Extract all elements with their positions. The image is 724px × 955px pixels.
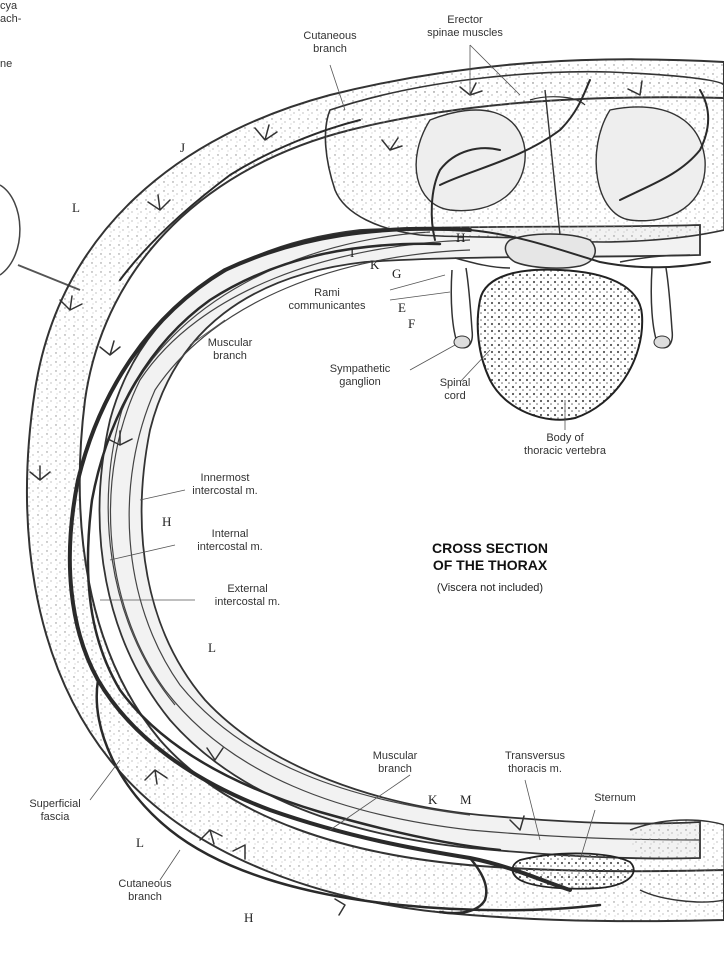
letter-h-top: H — [456, 230, 465, 246]
label-external-intercostal: External intercostal m. — [180, 583, 315, 609]
label-sternum: Sternum — [580, 792, 650, 805]
erector-muscle-2 — [596, 107, 705, 221]
label-spinal-cord: Spinal cord — [425, 377, 485, 403]
label-muscular-branch-bottom: Muscular branch — [345, 750, 445, 776]
label-superficial-fascia: Superficial fascia — [10, 798, 100, 824]
label-sympathetic-ganglion: Sympathetic ganglion — [305, 363, 415, 389]
ganglion-node-left — [454, 336, 470, 348]
letter-l-mid: L — [208, 640, 216, 656]
label-innermost-intercostal: Innermost intercostal m. — [160, 472, 290, 498]
label-muscular-branch-left: Muscular branch — [190, 337, 270, 363]
letter-g: G — [392, 266, 401, 282]
ganglion-node-right — [654, 336, 670, 348]
label-rami-communicantes: Rami communicantes — [262, 287, 392, 313]
letter-l-bottom: L — [136, 835, 144, 851]
label-cutaneous-branch-bottom: Cutaneous branch — [95, 878, 195, 904]
rib-head-left — [455, 258, 510, 268]
letter-k-bottom: K — [428, 792, 437, 808]
vertebral-body — [478, 270, 643, 420]
label-erector-spinae-muscles: Erector spinae muscles — [395, 14, 535, 40]
letter-l-top: L — [72, 200, 80, 216]
letter-i: I — [350, 245, 354, 261]
label-body-thoracic-vertebra: Body of thoracic vertebra — [490, 432, 640, 458]
letter-k-top: K — [370, 257, 379, 273]
letter-f: F — [408, 316, 415, 332]
edge-fragment-1: cya ach- — [0, 0, 21, 26]
sternum-right-tissue — [630, 820, 724, 902]
label-cutaneous-branch-top: Cutaneous branch — [275, 30, 385, 56]
letter-h-left: H — [162, 514, 171, 530]
figure-title: CROSS SECTION OF THE THORAX — [380, 540, 600, 574]
letter-m-bottom: M — [460, 792, 472, 808]
sternum-shape — [513, 853, 634, 888]
adjacent-structure-outline — [0, 185, 20, 275]
letter-h-bottom: H — [244, 910, 253, 926]
letter-j: J — [180, 140, 185, 156]
figure-subtitle: (Viscera not included) — [380, 582, 600, 594]
label-transversus-thoracis: Transversus thoracis m. — [470, 750, 600, 776]
edge-fragment-2: ne — [0, 58, 12, 71]
label-internal-intercostal: Internal intercostal m. — [165, 528, 295, 554]
letter-e: E — [398, 300, 406, 316]
